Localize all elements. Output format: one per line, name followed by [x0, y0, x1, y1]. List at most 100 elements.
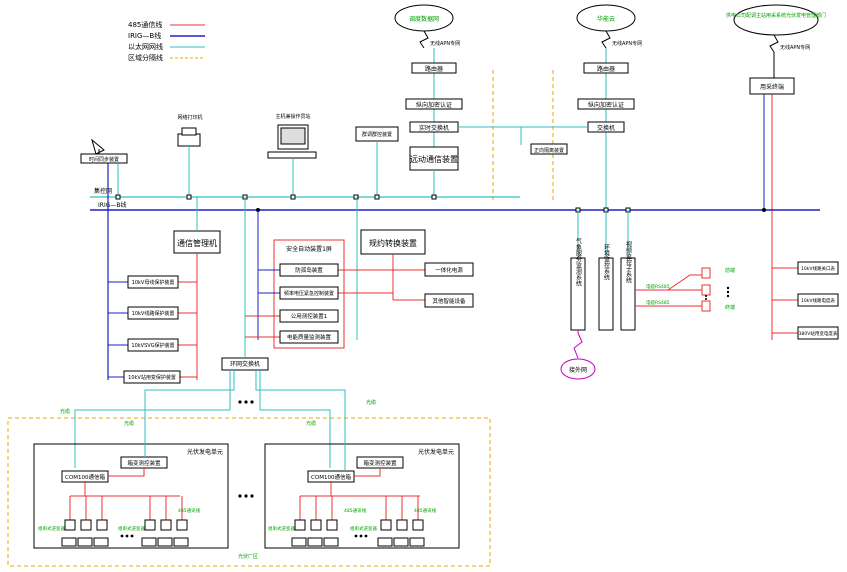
fiber-links [74, 370, 346, 468]
env-monitor-system[interactable] [598, 257, 614, 331]
safety-item-1[interactable] [279, 286, 339, 300]
ring-switch-label: 环网交换机 [230, 360, 260, 368]
other-devices[interactable] [424, 293, 474, 308]
integrated-power-label: 一体化电源 [435, 266, 463, 274]
meter-label-2: 380V站用变电度表 [799, 330, 838, 337]
inverter-icons-2 [294, 519, 424, 531]
com100-1-label: COM100通信箱 [65, 473, 105, 481]
satellite-dish-icon [91, 138, 105, 155]
meter-label-1: 10kV线路电度表 [801, 297, 835, 304]
bus-label-irig: IRIG—B线 [98, 201, 126, 209]
printer-icon [177, 127, 201, 147]
inverter-label-2: 组串式逆变器 [118, 525, 145, 532]
safety-panel [273, 239, 345, 349]
router-2[interactable] [583, 62, 629, 74]
inverter-icons-1 [64, 519, 188, 531]
safety-item-3[interactable] [279, 330, 339, 344]
inverter-label-3: 组串式逆变器 [268, 525, 295, 532]
camera-label-a: 电缆RS485 [646, 283, 670, 290]
pv-area-label: 光伏厂区 [238, 553, 258, 560]
protocol-converter-label: 规约转换装置 [369, 238, 417, 248]
pv-unit-2-label: 光伏发电单元 [418, 448, 454, 456]
inverter-label-4: 组串式逆变器 [350, 525, 377, 532]
pv-area-boundary [7, 417, 491, 567]
dispatch-chain: 路由器 纵向加密认证 实时交换机 远动通信装置 [405, 48, 463, 171]
comm-manager-label: 通信管理机 [177, 238, 217, 248]
legend-label-region: 区域分隔线 [128, 53, 163, 62]
legend: 485通信线 IRIG—B线 以太网网线 区域分隔线 [128, 20, 205, 62]
auth-2[interactable] [577, 98, 635, 110]
pv-unit-2 [264, 443, 460, 549]
rs485-label-2: 485通讯线 [344, 507, 367, 514]
solar-panel-icons-2 [291, 537, 425, 547]
router-1[interactable] [411, 62, 457, 74]
protect-label-1: 10kV线路保护装置 [132, 310, 175, 317]
time-sync-device[interactable] [80, 153, 128, 164]
wireless-links [419, 30, 779, 359]
switch-1-label: 实时交换机 [419, 124, 449, 132]
safety-title: 安全自动装置1屏 [286, 245, 332, 253]
cloud-supply-label: 供电公司配调主站用采系统光伏发电管理部门 [726, 12, 826, 19]
camera-end-label: 终端 [725, 304, 735, 311]
safety-item-2[interactable] [279, 309, 339, 323]
meter-label-0: 10kV线路关口表 [801, 265, 835, 272]
auth-1[interactable] [405, 98, 463, 110]
integrated-power[interactable] [424, 262, 474, 277]
camera-front-label: 前端 [725, 267, 735, 274]
bus-label-main: 集控网 [94, 187, 112, 195]
cloud-external [560, 358, 596, 380]
meter-box-1[interactable] [797, 293, 839, 307]
fiber-label-2: 光缆 [124, 420, 134, 427]
safety-item-0-label: 防孤岛装置 [295, 266, 323, 274]
meas-2-label: 箱变测控装置 [363, 459, 397, 467]
safety-item-0[interactable] [279, 263, 339, 277]
protect-box-0[interactable] [127, 275, 179, 289]
switch-2-label: 交换机 [597, 124, 615, 132]
legend-label-irig: IRIG—B线 [128, 31, 161, 40]
fiber-label-1: 光缆 [60, 408, 70, 415]
camera-icons [701, 267, 711, 312]
safety-items [245, 210, 393, 340]
weather-label: 气象服务监测系统 [575, 237, 582, 287]
firewall-label: 正向隔离装置 [534, 147, 564, 154]
auth-2-label: 纵向加密认证 [588, 101, 624, 109]
meter-box-2[interactable] [797, 326, 839, 340]
cloud-dispatch-label: 调度数据网 [409, 15, 439, 23]
meter-box-0[interactable] [797, 261, 839, 275]
fiber-label-3: 光缆 [366, 399, 376, 406]
ellipsis-mid [238, 400, 254, 498]
rs485-label-1: 485通讯线 [178, 507, 201, 514]
video-monitor-system[interactable] [620, 257, 636, 331]
apn-label-2: 无线APN专网 [612, 40, 642, 47]
solar-panel-icons-1 [61, 537, 189, 547]
video-monitor-label: 视频监控子系统 [625, 240, 632, 284]
pdr-label: 群调群控装置 [362, 131, 392, 138]
cloud-supply-company [733, 4, 819, 36]
firewall[interactable] [530, 143, 568, 155]
protect-box-1[interactable] [127, 306, 179, 320]
printer-label: 网络打印机 [177, 114, 202, 121]
legend-label-eth: 以太网网线 [128, 42, 163, 51]
protect-label-0: 10kV母线保护装置 [132, 279, 175, 286]
protocol-converter[interactable] [360, 229, 426, 255]
rs485-label-3: 485通讯线 [414, 507, 437, 514]
safety-item-3-label: 电能质量监测装置 [287, 333, 332, 341]
protect-box-3[interactable] [123, 370, 181, 384]
safety-item-1-label: 频率电压紧急控制装置 [284, 290, 334, 297]
router-2-label: 路由器 [597, 65, 615, 73]
rs485-tree-1 [69, 482, 183, 520]
env-monitor-label: 环境监控系统 [603, 244, 610, 281]
auth-1-label: 纵向加密认证 [416, 101, 452, 109]
meter-links [772, 267, 798, 334]
router-1-label: 路由器 [425, 65, 443, 73]
apn-label-1: 无线APN专网 [430, 40, 460, 47]
left-protection-devices [108, 281, 197, 378]
protect-box-2[interactable] [127, 338, 179, 352]
camera-links [635, 274, 702, 307]
protect-label-2: 10kVSVG保护装置 [131, 342, 174, 349]
pv-unit-1 [33, 443, 229, 549]
com100-2-label: COM100通信箱 [311, 473, 351, 481]
workstation-icon [267, 124, 317, 159]
fiber-label-4: 光缆 [306, 420, 316, 427]
